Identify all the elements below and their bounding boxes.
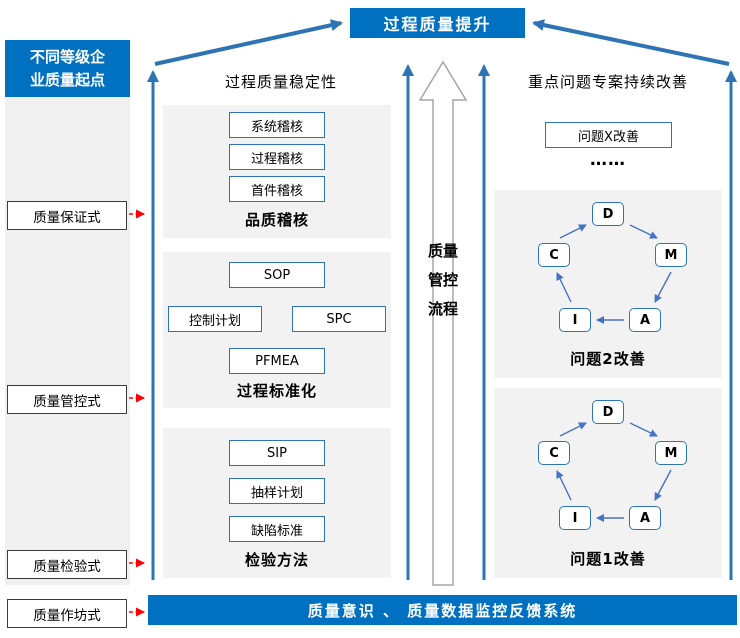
- dmaic-node-define: D: [592, 202, 624, 226]
- audit-item-first-article: 首件稽核: [229, 176, 325, 202]
- dmaic-node-improve: I: [559, 506, 591, 530]
- insp-item-defect-standard: 缺陷标准: [229, 516, 325, 542]
- dmaic-node-measure: M: [655, 243, 687, 267]
- level-box-control: 质量管控式: [7, 385, 127, 414]
- dmaic-node-analyze: A: [629, 308, 661, 332]
- audit-group-label: 品质稽核: [244, 211, 309, 229]
- level-box-inspection: 质量检验式: [7, 550, 127, 579]
- more-problems-ellipsis: ……: [590, 150, 626, 170]
- roof-arrow-right: [532, 19, 730, 66]
- center-flow-label: 质量管控流程: [427, 242, 458, 318]
- middle-column-title: 过程质量稳定性: [224, 72, 337, 91]
- standardization-group-panel: SOP 控制计划 SPC PFMEA 过程标准化: [163, 252, 391, 408]
- problem-1-label: 问题1改善: [570, 550, 646, 568]
- inspection-group-panel: SIP 抽样计划 缺陷标准 检验方法: [163, 428, 391, 578]
- left-panel-header-label: 不同等级企业质量起点: [29, 48, 105, 89]
- foundation-bar-label: 质量意识 、 质量数据监控反馈系统: [307, 601, 578, 620]
- std-item-sop: SOP: [229, 262, 325, 288]
- std-item-spc: SPC: [292, 306, 386, 332]
- top-goal-box: 过程质量提升: [350, 8, 525, 38]
- problem-1-panel: D M C A I 问题1改善: [494, 388, 722, 578]
- dmaic-node-analyze: A: [629, 506, 661, 530]
- left-panel-header: 不同等级企业质量起点: [5, 40, 130, 97]
- dmaic-node-measure: M: [655, 441, 687, 465]
- problem-x-box: 问题X改善: [545, 122, 672, 148]
- std-item-pfmea: PFMEA: [229, 348, 325, 374]
- foundation-bar: 质量意识 、 质量数据监控反馈系统: [148, 595, 737, 625]
- roof-arrow-left: [154, 19, 343, 66]
- dmaic-node-define: D: [592, 400, 624, 424]
- audit-group-panel: 系统稽核 过程稽核 首件稽核 品质稽核: [163, 105, 391, 238]
- level-box-assurance: 质量保证式: [7, 201, 127, 230]
- inspection-group-label: 检验方法: [244, 551, 309, 569]
- top-goal-label: 过程质量提升: [383, 15, 492, 34]
- dmaic-node-improve: I: [559, 308, 591, 332]
- right-column-title: 重点问题专案持续改善: [527, 72, 688, 91]
- left-column-background: [5, 97, 130, 585]
- audit-item-system: 系统稽核: [229, 112, 325, 138]
- level-box-workshop: 质量作坊式: [7, 599, 127, 628]
- problem-2-label: 问题2改善: [570, 350, 646, 368]
- insp-item-sip: SIP: [229, 440, 325, 466]
- audit-item-process: 过程稽核: [229, 144, 325, 170]
- insp-item-sampling-plan: 抽样计划: [229, 478, 325, 504]
- dmaic-node-control: C: [538, 243, 570, 267]
- standardization-group-label: 过程标准化: [236, 382, 317, 400]
- problem-2-panel: D M C A I 问题2改善: [494, 190, 722, 378]
- std-item-control-plan: 控制计划: [168, 306, 262, 332]
- dmaic-node-control: C: [538, 441, 570, 465]
